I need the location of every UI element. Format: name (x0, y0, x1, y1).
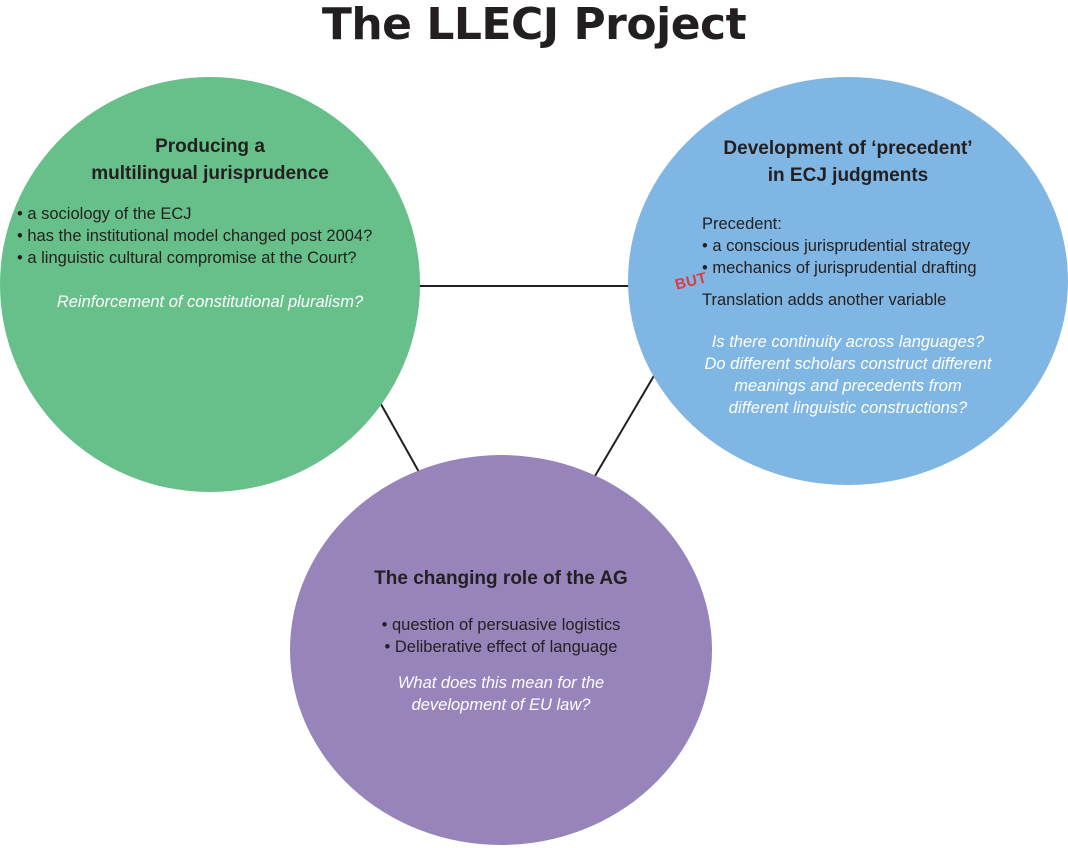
note-line: different linguistic constructions? (728, 399, 968, 417)
bullet-item: mechanics of jurisprudential drafting (702, 257, 1068, 279)
bullet-item: has the institutional model changed post… (17, 225, 420, 247)
note-line: What does this mean for the (397, 674, 605, 692)
node-multilingual-jurisprudence: Producing a multilingual jurisprudence a… (0, 77, 420, 492)
node-title-line: multilingual jurisprudence (91, 163, 329, 184)
bullet-list: question of persuasive logistics Deliber… (290, 614, 712, 658)
diagram-title: The LLECJ Project (321, 0, 747, 50)
bullet-list: a sociology of the ECJ has the instituti… (17, 203, 420, 269)
node-note: What does this mean for the development … (290, 672, 712, 716)
node-title-line: Producing a (155, 136, 265, 157)
bullet-item: a conscious jurisprudential strategy (702, 235, 1068, 257)
node-title: Producing a multilingual jurisprudence (0, 133, 420, 187)
note-line: Do different scholars construct differen… (704, 355, 992, 373)
note-line: development of EU law? (411, 696, 591, 714)
precedent-label: Precedent: (702, 215, 782, 233)
node-ag-role: The changing role of the AG question of … (290, 455, 712, 845)
bullet-list: a conscious jurisprudential strategy mec… (702, 235, 1068, 279)
translation-text: Translation adds another variable (702, 291, 947, 309)
node-title-line: The changing role of the AG (374, 568, 628, 589)
bullet-item: a sociology of the ECJ (17, 203, 420, 225)
node-precedent-development: Development of ‘precedent’ in ECJ judgme… (628, 77, 1068, 485)
note-line: meanings and precedents from (734, 377, 962, 395)
node-title-line: in ECJ judgments (767, 165, 929, 186)
node-title: Development of ‘precedent’ in ECJ judgme… (628, 135, 1068, 189)
translation-line: BUT Translation adds another variable (673, 269, 1068, 311)
node-note: Is there continuity across languages? Do… (628, 331, 1068, 419)
bullet-item: question of persuasive logistics (290, 614, 712, 636)
bullet-item: a linguistic cultural compromise at the … (17, 247, 420, 269)
note-line: Reinforcement of constitutional pluralis… (56, 293, 364, 311)
node-note: Reinforcement of constitutional pluralis… (0, 291, 420, 313)
node-title-line: Development of ‘precedent’ (723, 138, 973, 159)
note-line: Is there continuity across languages? (711, 333, 985, 351)
node-title: The changing role of the AG (290, 565, 712, 592)
edge-precedent-ag-role (594, 373, 656, 477)
bullet-item: Deliberative effect of language (290, 636, 712, 658)
